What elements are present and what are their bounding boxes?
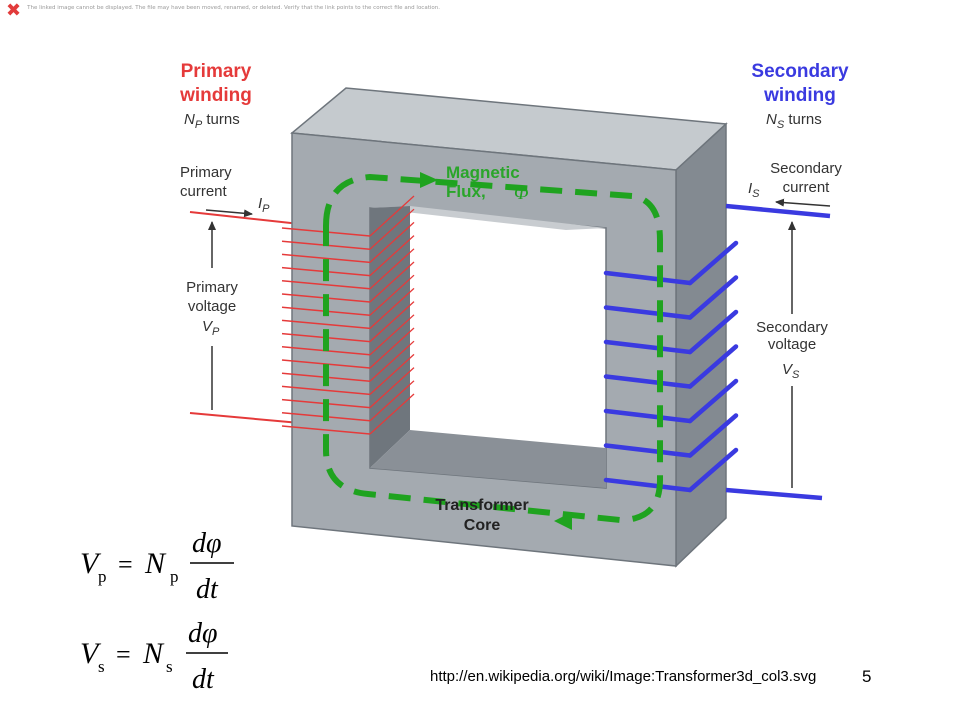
- magnetic-flux-label-2: Flux,: [446, 182, 486, 201]
- eq2-lhs-sub: s: [98, 657, 105, 676]
- primary-current-label: Primary: [180, 164, 232, 181]
- primary-coil-back: [369, 301, 415, 343]
- secondary-voltage-label: Secondary: [756, 319, 828, 336]
- secondary-coil-back: [687, 413, 739, 458]
- primary-coil-back: [369, 221, 415, 263]
- magnetic-flux-path: [323, 173, 663, 524]
- primary-voltage-label: Primary: [186, 279, 238, 296]
- primary-coil-back: [369, 274, 415, 316]
- primary-lead-top: [189, 211, 301, 225]
- secondary-coil-back: [687, 344, 739, 389]
- eq2-equals: =: [116, 640, 131, 669]
- core-window-top: [370, 206, 606, 230]
- secondary-winding-title: Secondary: [751, 61, 849, 82]
- primary-coil-back: [369, 287, 415, 329]
- flux-arrow-top: [420, 172, 438, 188]
- primary-coil-back: [369, 340, 415, 382]
- page-number: 5: [862, 667, 872, 686]
- secondary-coil-back: [687, 378, 739, 424]
- secondary-coil-turn: [603, 408, 693, 424]
- eq2-denominator: dt: [192, 664, 215, 695]
- transformer-core-label: Transformer: [435, 497, 528, 514]
- primary-coil-back: [369, 353, 415, 395]
- secondary-voltage-symbol: VS: [782, 361, 800, 381]
- secondary-coil: [603, 240, 739, 493]
- secondary-coil-back: [687, 309, 739, 355]
- flux-arrow-bottom: [554, 512, 572, 530]
- equation-secondary: V s = N s dφ dt: [80, 618, 228, 695]
- primary-turns-label: NP turns: [184, 111, 240, 131]
- eq2-numerator: dφ: [188, 618, 218, 649]
- eq1-lhs-sub: p: [98, 567, 107, 586]
- secondary-coil-back: [687, 447, 739, 493]
- eq2-coef: N: [142, 637, 165, 670]
- flux-symbol: Φ: [514, 183, 528, 204]
- primary-voltage-symbol: VP: [202, 318, 220, 338]
- primary-coil-back: [369, 380, 415, 422]
- transformer-core-label-2: Core: [464, 517, 501, 534]
- secondary-coil-back: [687, 240, 739, 286]
- eq1-coef-sub: p: [170, 567, 179, 586]
- secondary-coil-turn: [603, 339, 693, 355]
- secondary-coil-back: [687, 275, 739, 320]
- eq1-coef: N: [144, 547, 167, 580]
- broken-image-placeholder: ✖ The linked image cannot be displayed. …: [6, 2, 440, 22]
- primary-coil-turn: [281, 385, 371, 396]
- secondary-coil-turn: [603, 305, 693, 320]
- primary-coil-back: [369, 235, 415, 277]
- primary-coil-back: [369, 367, 415, 409]
- primary-coil-turn: [281, 253, 371, 264]
- primary-coil-turn: [281, 280, 371, 290]
- secondary-current-label: Secondary: [770, 160, 842, 177]
- primary-current-arrow: [205, 209, 253, 218]
- secondary-current-label-2: current: [783, 179, 831, 196]
- primary-coil-back: [369, 327, 415, 369]
- secondary-coil-turn: [603, 374, 693, 389]
- secondary-coil-turn: [603, 443, 693, 458]
- primary-coil-turn: [281, 319, 371, 330]
- broken-image-icon: ✖: [6, 0, 22, 21]
- magnetic-flux-label: Magnetic: [446, 163, 520, 182]
- secondary-voltage-label-2: voltage: [768, 336, 816, 353]
- primary-winding-title: Primary: [181, 61, 252, 82]
- secondary-coil-turn: [603, 270, 693, 286]
- core-window-bottom: [370, 430, 606, 488]
- eq1-denominator: dt: [196, 574, 219, 605]
- secondary-coil-turn: [603, 477, 693, 493]
- primary-lead-bottom: [189, 412, 301, 424]
- broken-image-message: The linked image cannot be displayed. Th…: [27, 5, 440, 11]
- equation-primary: V p = N p dφ dt: [80, 528, 234, 605]
- primary-coil-back: [369, 261, 415, 303]
- eq1-equals: =: [118, 550, 133, 579]
- primary-coil-back: [369, 208, 415, 250]
- primary-coil-turn: [281, 359, 371, 369]
- primary-coil-back: [369, 195, 415, 237]
- primary-coil-back: [369, 393, 415, 435]
- primary-voltage-label-2: voltage: [188, 298, 236, 315]
- primary-coil-back: [369, 314, 415, 356]
- eq2-lhs: V: [80, 637, 102, 670]
- eq1-numerator: dφ: [192, 528, 222, 559]
- source-link[interactable]: http://en.wikipedia.org/wiki/Image:Trans…: [430, 668, 817, 685]
- secondary-winding-title-2: winding: [763, 85, 836, 106]
- primary-current-symbol: IP: [258, 195, 270, 215]
- primary-current-label-2: current: [180, 183, 228, 200]
- secondary-turns-label: NS turns: [766, 111, 822, 131]
- eq1-lhs: V: [80, 547, 102, 580]
- eq2-coef-sub: s: [166, 657, 173, 676]
- secondary-current-arrow: [775, 198, 831, 207]
- secondary-lead-bottom: [725, 487, 823, 501]
- primary-winding-title-2: winding: [179, 85, 252, 106]
- secondary-lead-top: [725, 203, 831, 219]
- secondary-current-symbol: IS: [748, 180, 760, 200]
- primary-coil: [281, 195, 415, 435]
- primary-coil-turn: [281, 425, 371, 435]
- primary-coil-back: [369, 248, 415, 290]
